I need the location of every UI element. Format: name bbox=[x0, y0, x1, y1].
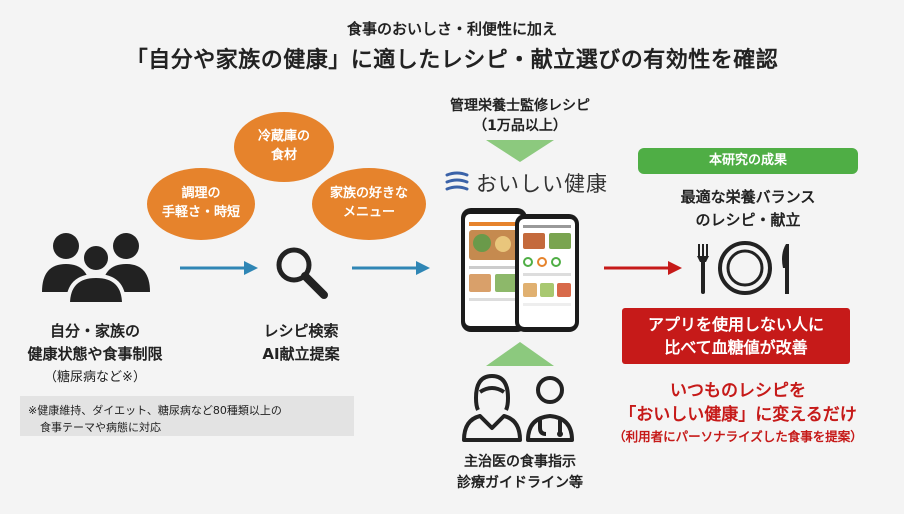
bubble-family-menu: 家族の好きな メニュー bbox=[312, 168, 426, 240]
note-line1: ※健康維持、ダイエット、糖尿病など80種類以上の bbox=[28, 404, 282, 417]
up-triangle-icon bbox=[486, 342, 554, 366]
app-logo-icon bbox=[445, 171, 469, 191]
search-label: レシピ検索 AI献立提案 bbox=[236, 320, 366, 365]
doctors-icon bbox=[462, 374, 574, 442]
search-label-line2: AI献立提案 bbox=[262, 344, 340, 363]
left-label-line2: 健康状態や食事制限 bbox=[27, 344, 163, 363]
page-title: 「自分や家族の健康」に適したレシピ・献立選びの有効性を確認 bbox=[125, 48, 779, 73]
red-line1: アプリを使用しない人に bbox=[647, 314, 824, 334]
left-label-line1: 自分・家族の bbox=[49, 322, 140, 340]
phone-screen bbox=[519, 219, 575, 327]
down-triangle-icon bbox=[486, 140, 554, 162]
result-line2: のレシピ・献立 bbox=[695, 211, 801, 230]
top-center-label: 管理栄養士監修レシピ （1万品以上） bbox=[420, 96, 620, 137]
top-center-line2: （1万品以上） bbox=[473, 118, 567, 135]
result-badge: 本研究の成果 bbox=[638, 148, 858, 174]
bubble-line: 家族の好きな bbox=[329, 186, 408, 202]
cutlery-icon bbox=[697, 241, 789, 295]
bubble-cooking-time: 調理の 手軽さ・時短 bbox=[147, 168, 255, 240]
bubble-line: 手軽さ・時短 bbox=[161, 205, 240, 220]
left-label: 自分・家族の 健康状態や食事制限 bbox=[20, 320, 170, 365]
left-label-note: （糖尿病など※） bbox=[44, 370, 146, 385]
result-red-box: アプリを使用しない人に 比べて血糖値が改善 bbox=[622, 308, 850, 364]
result-label: 最適な栄養バランス のレシピ・献立 bbox=[628, 186, 868, 233]
header-subtitle: 食事のおいしさ・利便性に加え bbox=[346, 20, 557, 38]
bottom-center-label: 主治医の食事指示 診療ガイドライン等 bbox=[420, 452, 620, 494]
bubble-line: 食材 bbox=[270, 148, 297, 163]
note-box: ※健康維持、ダイエット、糖尿病など80種類以上の 食事テーマや病態に対応 bbox=[20, 396, 354, 436]
bubble-fridge-ingredients: 冷蔵庫の 食材 bbox=[234, 112, 334, 182]
top-center-line1: 管理栄養士監修レシピ bbox=[450, 98, 590, 114]
red-line2: 比べて血糖値が改善 bbox=[664, 338, 808, 357]
bubble-line: 冷蔵庫の bbox=[257, 129, 310, 145]
slogan-line3: （利用者にパーソナライズした食事を提案） bbox=[613, 429, 863, 444]
phone-screen bbox=[465, 214, 523, 326]
phone-mockup-front bbox=[515, 214, 579, 332]
search-icon bbox=[276, 247, 328, 299]
result-line1: 最適な栄養バランス bbox=[680, 188, 816, 206]
bottom-center-line1: 主治医の食事指示 bbox=[464, 454, 576, 470]
arrow-right-icon bbox=[352, 261, 430, 275]
slogan-line2: 「おいしい健康」に変えるだけ bbox=[619, 405, 857, 425]
arrow-right-red-icon bbox=[604, 261, 682, 275]
bottom-center-line2: 診療ガイドライン等 bbox=[457, 475, 583, 491]
phone-mockup-back bbox=[461, 208, 527, 332]
bubble-line: メニュー bbox=[342, 205, 395, 220]
slogan-line1: いつものレシピを bbox=[670, 381, 806, 401]
app-name: おいしい健康 bbox=[476, 172, 608, 196]
bubble-line: 調理の bbox=[181, 186, 221, 202]
search-label-line1: レシピ検索 bbox=[263, 322, 339, 340]
family-icon bbox=[42, 233, 150, 304]
note-line2: 食事テーマや病態に対応 bbox=[40, 421, 161, 435]
arrow-right-icon bbox=[180, 261, 258, 275]
